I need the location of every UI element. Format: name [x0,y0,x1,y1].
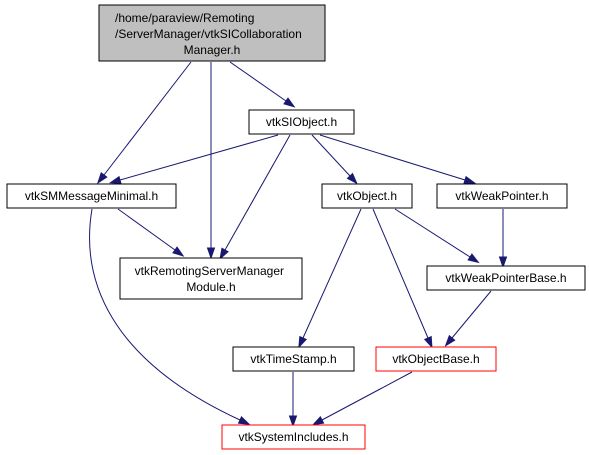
edge-root-to-remotingmodule [206,62,216,260]
edge-siobject-to-weakpointer [319,134,476,184]
node-vtksiobject-label: vtkSIObject.h [266,115,337,129]
node-root-box [98,4,326,62]
node-vtkremotingservermanagermodule-box [119,257,303,300]
node-vtkweakpointer-label: vtkWeakPointer.h [455,189,548,203]
node-vtktimestamp[interactable]: vtkTimeStamp.h [232,346,355,372]
node-vtkremotingservermanagermodule-label: vtkRemotingServerManager Module.h [135,264,288,294]
node-vtkweakpointerbase-box [426,265,586,291]
node-vtkweakpointer[interactable]: vtkWeakPointer.h [436,183,568,209]
node-root-label-line: /home/paraview/Remoting [115,11,254,25]
edge-arrowhead [206,247,216,260]
edge-line [89,208,241,421]
node-root-label-line: /ServerManager/vtkSICollaboration [115,27,302,41]
edge-arrowhead [96,172,108,185]
edge-arrowhead [219,247,229,261]
edge-object-to-objectbase [372,208,433,349]
edge-object-to-timestamp [298,208,362,349]
node-vtkweakpointer-box [436,183,568,209]
edge-line [451,290,492,339]
edge-arrowhead [237,415,251,425]
edge-smmessage-to-remotingmodule [117,208,185,257]
edge-timestamp-to-systemincludes [288,372,298,428]
node-vtkobject-box [321,183,413,209]
node-vtkremotingservermanagermodule-label-line: Module.h [186,280,235,294]
node-vtkobjectbase-label: vtkObjectBase.h [392,352,479,366]
edge-line [117,208,176,251]
edge-arrowhead [172,246,185,257]
node-vtkobjectbase[interactable]: vtkObjectBase.h [375,346,497,372]
edge-line [321,371,413,421]
edge-line [302,208,362,339]
edge-object-to-weakpointerbase [394,208,480,264]
edge-arrowhead [108,175,122,184]
node-vtkobject-label: vtkObject.h [337,189,397,203]
edge-siobject-to-object [311,134,358,185]
edge-arrowhead [288,415,298,428]
edge-objectbase-to-systemincludes [311,371,413,426]
edge-arrowhead [463,175,476,184]
edge-arrowhead [283,97,296,108]
edge-line [319,134,466,181]
node-root-file[interactable]: /home/paraview/Remoting /ServerManager/v… [98,4,326,62]
edge-line [119,134,279,181]
edge-arrowhead [498,256,508,269]
edge-arrowhead [444,334,456,347]
edge-line [372,208,429,339]
node-vtktimestamp-box [232,346,355,372]
node-vtksiobject[interactable]: vtkSIObject.h [248,109,355,135]
node-vtksmmessageminimal-label: vtkSMMessageMinimal.h [25,189,158,203]
edge-line [394,208,471,258]
edge-arrowhead [346,172,358,185]
edge-line [224,134,291,251]
edge-weakpointer-to-weakpointerbase [498,209,508,269]
node-vtkremotingservermanagermodule[interactable]: vtkRemotingServerManager Module.h [119,257,303,300]
edges-layer [89,61,508,428]
node-vtksmmessageminimal[interactable]: vtkSMMessageMinimal.h [6,183,177,209]
node-root-label: /home/paraview/Remoting /ServerManager/v… [115,11,305,57]
node-root-label-line: Manager.h [184,43,241,57]
edge-root-to-siobject [229,61,296,108]
edge-arrowhead [298,335,308,349]
edge-line [311,134,351,177]
edge-weakpointerbase-to-objectbase [444,290,492,347]
node-vtksystemincludes[interactable]: vtkSystemIncludes.h [221,424,366,450]
node-vtksystemincludes-label: vtkSystemIncludes.h [238,430,348,444]
node-vtkweakpointerbase[interactable]: vtkWeakPointerBase.h [426,265,586,291]
node-vtksystemincludes-box [221,424,366,450]
edge-arrowhead [311,416,325,426]
edge-siobject-to-remotingmodule [219,134,291,261]
node-vtkweakpointerbase-label: vtkWeakPointerBase.h [445,271,566,285]
edge-siobject-to-smmessage [108,134,279,184]
edge-arrowhead [423,335,433,349]
node-vtktimestamp-label: vtkTimeStamp.h [250,352,336,366]
node-vtkobject[interactable]: vtkObject.h [321,183,413,209]
edge-root-to-smmessage [96,61,192,185]
node-vtksiobject-box [248,109,355,135]
edge-arrowhead [467,253,480,264]
node-vtkobjectbase-box [375,346,497,372]
node-vtkremotingservermanagermodule-label-line: vtkRemotingServerManager [135,264,284,278]
edge-line [229,61,287,102]
edge-line [103,61,192,176]
node-vtksmmessageminimal-box [6,183,177,209]
edge-smmessage-to-systemincludes [89,208,251,425]
